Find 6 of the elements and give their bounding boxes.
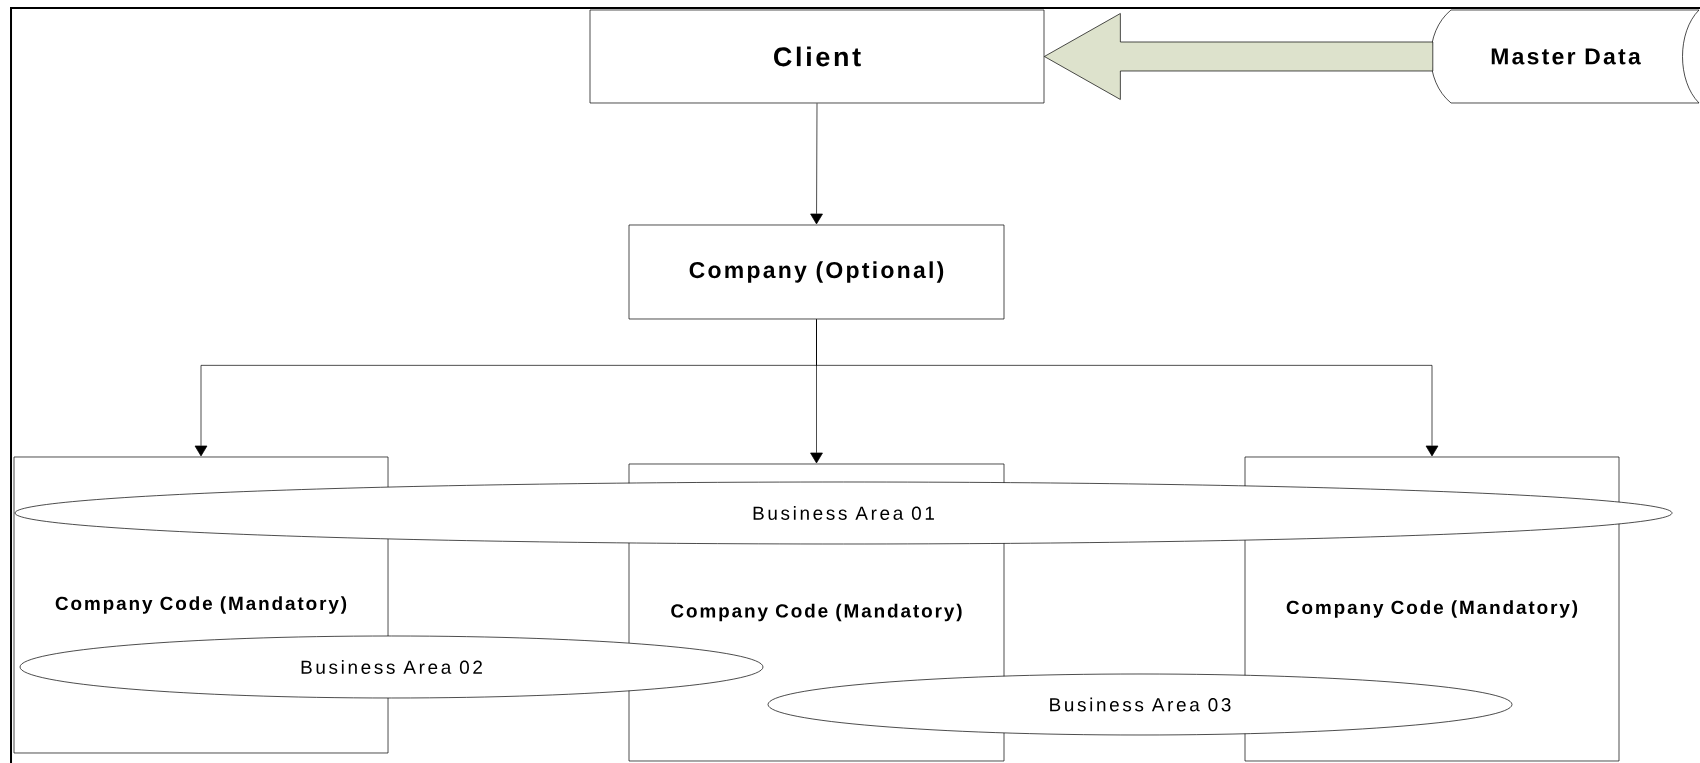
block-arrow (1044, 13, 1434, 100)
arrow (816, 319, 1439, 457)
process-box: Company (Optional) (628, 224, 1005, 320)
process-box: Client (589, 9, 1045, 104)
arrow (810, 103, 823, 225)
data-store-shape: Master Data (1430, 9, 1700, 104)
